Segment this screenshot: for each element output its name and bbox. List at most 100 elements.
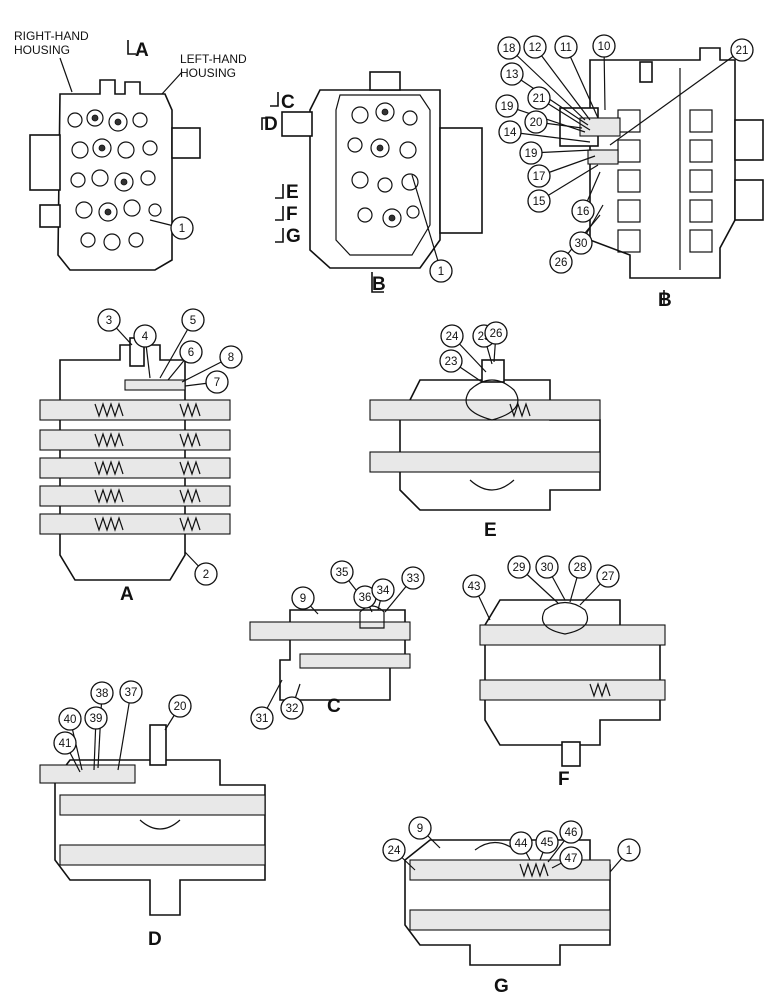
callout-26: 26 <box>484 321 508 345</box>
view-b-relief-valve <box>579 117 621 137</box>
callout-circle <box>559 820 583 844</box>
view-letter-d: D <box>148 929 162 950</box>
callout-number: 30 <box>575 238 588 250</box>
callout-circle <box>495 94 519 118</box>
view-g-spool-1 <box>409 859 611 881</box>
callout-circle <box>133 324 157 348</box>
callout-number: 45 <box>541 837 554 849</box>
view-c-drawing <box>249 605 411 701</box>
section-marker-e: E <box>286 182 299 203</box>
view-d-drawing <box>39 724 266 916</box>
view-d-top-spool <box>39 764 136 784</box>
section-marker-e-bracket <box>275 184 284 199</box>
callout-circle <box>84 706 108 730</box>
section-marker-c: C <box>281 92 295 113</box>
callout-number: 2 <box>203 569 209 581</box>
callout-2: 2 <box>194 562 218 586</box>
view-b-top-fitting <box>639 61 653 83</box>
view-g-spool-2 <box>409 909 611 931</box>
callout-number: 6 <box>188 347 194 359</box>
callout-number: 4 <box>142 331 149 343</box>
housing-overview-drawing: RIGHT-HAND HOUSING LEFT-HAND HOUSING A <box>14 29 247 271</box>
callout-number: 39 <box>90 713 103 725</box>
callout-number: 41 <box>59 738 72 750</box>
view-d-pilot-valve <box>149 724 167 766</box>
view-f-spool-1 <box>479 624 666 646</box>
section-marker-f: F <box>286 204 298 225</box>
section-marker-a-bracket <box>127 40 136 55</box>
view-letter-g: G <box>494 976 509 997</box>
callout-circle <box>168 694 192 718</box>
view-f-drawing <box>479 599 666 767</box>
callout-21: 21 <box>730 38 754 62</box>
callout-31: 31 <box>250 706 274 730</box>
callout-circle <box>119 680 143 704</box>
callout-leader-1 <box>411 174 442 272</box>
view-e-spring <box>509 402 531 418</box>
callout-circle <box>205 370 229 394</box>
callout-number: 9 <box>300 593 306 605</box>
callout-circle <box>401 566 425 590</box>
callout-number: 13 <box>506 69 519 81</box>
section-marker-g: G <box>286 226 301 247</box>
callout-circle <box>527 86 551 110</box>
callout-circle <box>592 34 616 58</box>
callout-circle <box>90 681 114 705</box>
callout-17: 17 <box>527 164 551 188</box>
callout-number: 32 <box>286 703 299 715</box>
view-letter-c: C <box>327 696 341 717</box>
view-b-drawing <box>559 47 764 306</box>
callout-number: 31 <box>256 713 269 725</box>
leader-rh <box>59 57 73 93</box>
callout-circle <box>509 831 533 855</box>
callout-number: 14 <box>504 127 517 139</box>
callout-circle <box>429 259 453 283</box>
view-f-bottom-plug <box>561 741 581 767</box>
view-c-spool <box>249 621 411 641</box>
callout-circle <box>527 164 551 188</box>
callout-18: 18 <box>497 36 521 60</box>
callout-20: 20 <box>168 694 192 718</box>
callout-20: 20 <box>524 110 548 134</box>
callout-number: 38 <box>96 688 109 700</box>
callout-number: 33 <box>407 573 420 585</box>
callout-circle <box>730 38 754 62</box>
callout-circle <box>179 340 203 364</box>
view-e-spool-2 <box>369 451 601 473</box>
callout-number: 12 <box>529 42 542 54</box>
callout-43: 43 <box>462 574 486 598</box>
right-hand-housing-label-line1: RIGHT-HAND <box>14 29 89 43</box>
callout-40: 40 <box>58 707 82 731</box>
callout-number: 1 <box>179 223 185 235</box>
callout-number: 27 <box>602 571 615 583</box>
callout-number: 8 <box>228 352 234 364</box>
callout-number: 21 <box>533 93 546 105</box>
callout-26: 26 <box>549 250 573 274</box>
view-a-drawing <box>39 337 231 581</box>
callout-number: 34 <box>377 585 390 597</box>
callout-leader-11 <box>565 46 599 119</box>
callout-21: 21 <box>527 86 551 110</box>
section-marker-g-bracket <box>275 228 284 243</box>
housing-left-port <box>39 204 61 228</box>
callout-7: 7 <box>205 370 229 394</box>
callout-29: 29 <box>507 555 531 579</box>
callout-circle <box>170 216 194 240</box>
callout-number: 24 <box>388 845 401 857</box>
callout-circle <box>617 838 641 862</box>
callout-leader-14 <box>509 131 591 143</box>
view-letter-f: F <box>558 769 570 790</box>
callout-number: 1 <box>626 845 632 857</box>
callout-circle <box>194 562 218 586</box>
view-f-check <box>541 601 589 635</box>
view-letter-e: E <box>484 520 497 541</box>
callout-number: 9 <box>417 823 423 835</box>
callout-number: 24 <box>446 331 459 343</box>
callout-circle <box>382 838 406 862</box>
callout-44: 44 <box>509 831 533 855</box>
callout-number: 10 <box>598 41 611 53</box>
callout-circle <box>439 349 463 373</box>
callout-34: 34 <box>371 578 395 602</box>
callout-number: 23 <box>445 356 458 368</box>
